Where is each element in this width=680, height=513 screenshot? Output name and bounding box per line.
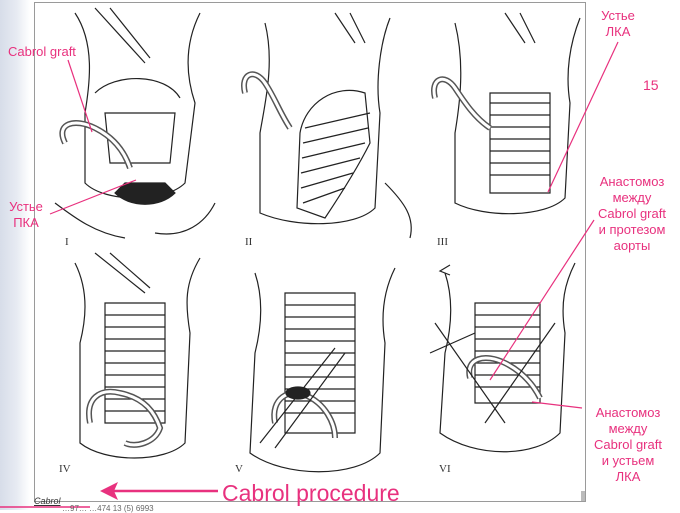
panel-3-drawing [431, 12, 581, 215]
panel-4-drawing [74, 252, 201, 459]
slide-title: Cabrol procedure [222, 480, 400, 506]
panel-label-6: VI [439, 463, 451, 475]
label-anastomosis-aorta-line3: Cabrol graft [598, 206, 666, 221]
scrollbar-thumb[interactable] [581, 491, 585, 501]
citation-link[interactable]: Cabrol [34, 496, 61, 506]
label-anastomosis-lca-line1: Анастомоз [595, 405, 661, 420]
panel-1-drawing [54, 7, 216, 239]
illustration-drawing [54, 7, 581, 473]
label-anastomosis-aorta-line5: аорты [613, 238, 651, 253]
label-anastomosis-lca-line4: и устьем [601, 453, 655, 468]
label-ostium-lca-line1: Устье [601, 8, 635, 23]
panel-label-2: II [245, 236, 253, 248]
label-ostium-rca: Устье ПКА [2, 199, 50, 231]
label-anastomosis-lca-line5: ЛКА [615, 469, 641, 484]
surgical-illustration: I II III IV V VI [34, 2, 586, 502]
label-ostium-rca-line2: ПКА [13, 215, 39, 230]
panel-6-drawing [429, 262, 576, 453]
label-anastomosis-aorta-line2: между [612, 190, 652, 205]
label-anastomosis-lca-line2: между [608, 421, 648, 436]
panel-label-4: IV [59, 463, 71, 475]
label-anastomosis-lca-line3: Cabrol graft [594, 437, 662, 452]
panel-label-1: I [65, 236, 69, 248]
panel-5-drawing [249, 267, 396, 473]
panel-label-3: III [437, 236, 448, 248]
label-anastomosis-aorta-line1: Анастомоз [599, 174, 665, 189]
label-anastomosis-aorta-line4: и протезом [598, 222, 666, 237]
label-cabrol-graft: Cabrol graft [8, 44, 76, 59]
panel-label-5: V [235, 463, 243, 475]
citation-detail: …97… …474 13 (5) 6993 [62, 504, 154, 513]
page-number: 15 [643, 77, 659, 93]
label-ostium-lca-line2: ЛКА [605, 24, 631, 39]
label-anastomosis-aorta: Анастомоз между Cabrol graft и протезом … [586, 174, 678, 254]
label-anastomosis-lca: Анастомоз между Cabrol graft и устьем ЛК… [578, 405, 678, 485]
panel-2-drawing [241, 12, 412, 239]
label-ostium-rca-line1: Устье [9, 199, 43, 214]
label-ostium-lca: Устье ЛКА [592, 8, 644, 40]
